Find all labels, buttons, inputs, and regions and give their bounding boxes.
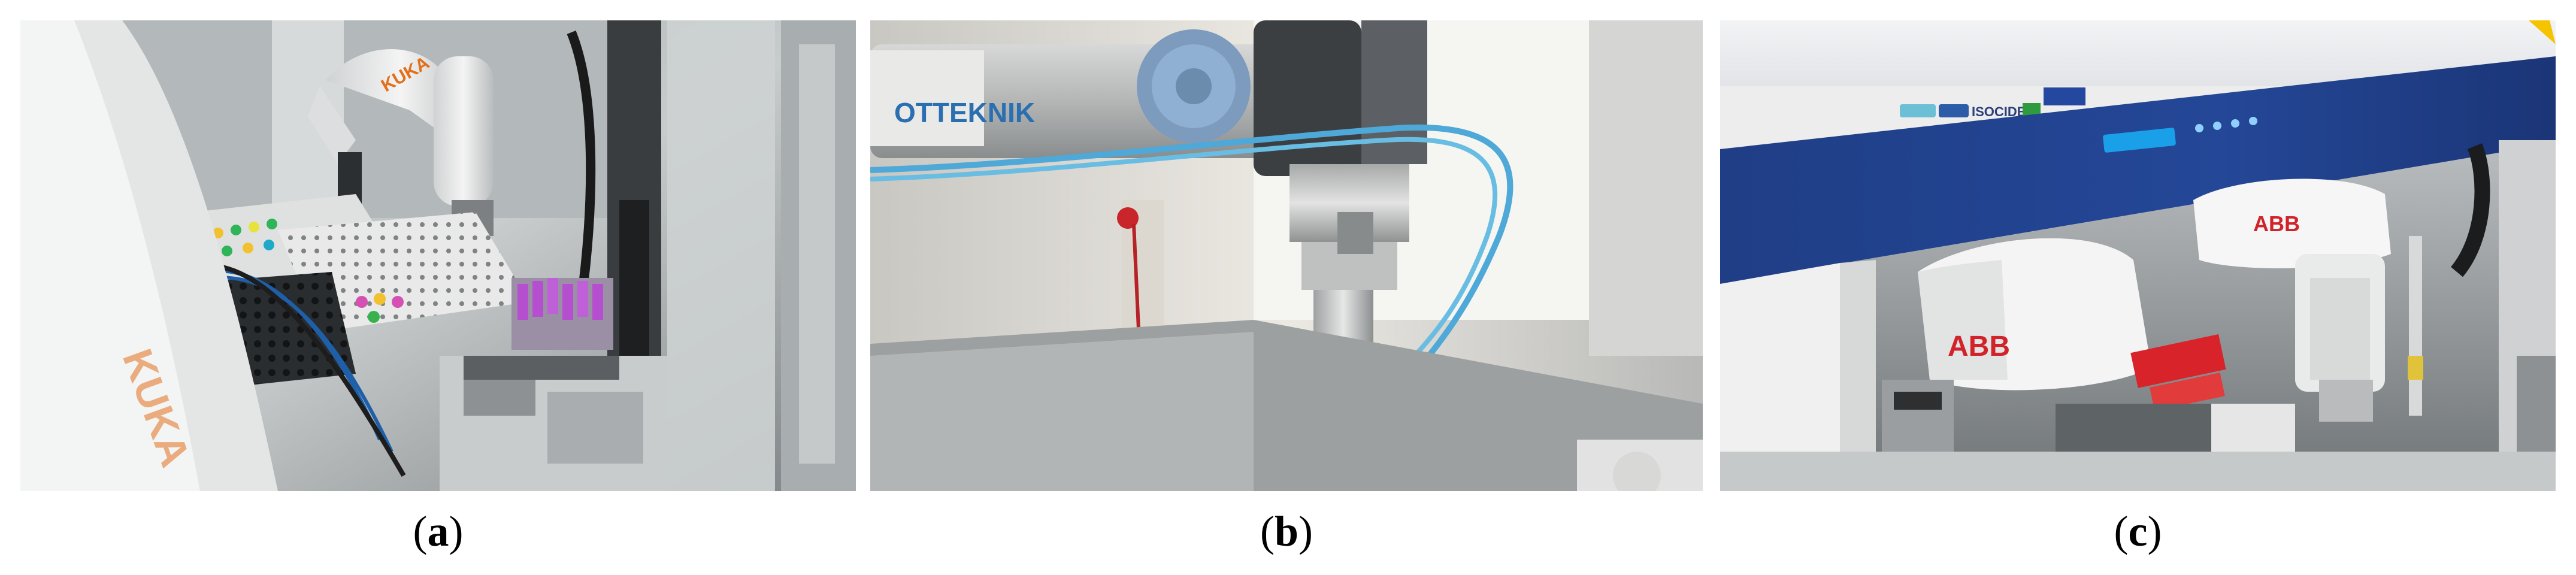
caption-c-letter: c (2128, 507, 2148, 555)
caption-b: (b) (1260, 507, 1313, 555)
robot-label-text: OTTEKNIK (894, 97, 1035, 128)
photo-panel-b: OTTEKNIK (870, 20, 1703, 491)
abb-logo-left: ABB (1948, 331, 2010, 362)
photo-panel-c: ISOCIDE ABB ABB (1720, 20, 2556, 491)
abb-logo-right: ABB (2253, 211, 2300, 236)
photo-panel-a: KUKA (20, 20, 856, 491)
colored-tube-rack (195, 219, 295, 259)
purple-tube-rack (517, 278, 603, 320)
photo-b-ur-gripper: OTTEKNIK (870, 20, 1703, 491)
photo-a-kuka-robot-cell: KUKA (20, 20, 856, 491)
caption-c: (c) (2114, 507, 2162, 555)
photo-c-abb-cabinet: ISOCIDE ABB ABB (1720, 20, 2556, 491)
caption-a: (a) (413, 507, 464, 555)
caption-a-letter: a (427, 507, 449, 555)
caption-b-letter: b (1274, 507, 1299, 555)
